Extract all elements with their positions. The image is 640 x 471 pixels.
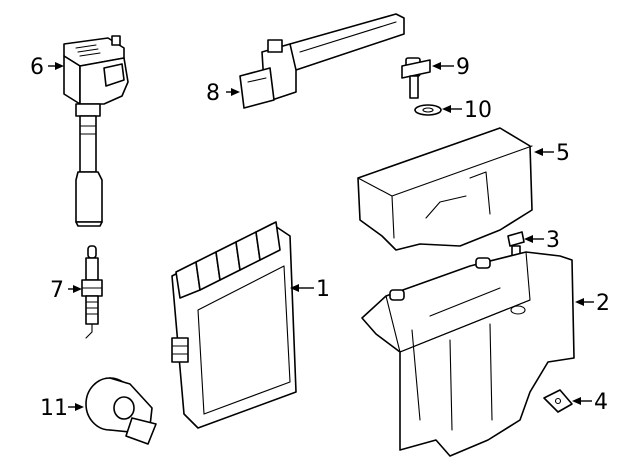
callout-10: 10 — [464, 98, 492, 123]
callout-9: 9 — [456, 55, 470, 80]
ecm-bracket — [361, 251, 575, 457]
camshaft-sensor-rail — [239, 13, 405, 109]
clip — [543, 389, 573, 413]
callout-5: 5 — [556, 141, 570, 166]
ignition-coil — [63, 35, 129, 227]
spark-plug — [81, 245, 103, 339]
callout-labels: 1 2 3 4 5 6 7 8 9 10 11 — [30, 55, 610, 421]
callout-7: 7 — [50, 278, 64, 303]
engine-control-module — [171, 221, 297, 429]
ecm-cover — [357, 127, 533, 251]
knock-sensor — [85, 377, 157, 445]
washer — [414, 104, 442, 116]
callout-4: 4 — [594, 390, 608, 415]
callout-2: 2 — [596, 291, 610, 316]
sensor — [401, 57, 431, 99]
leader-lines — [48, 62, 594, 411]
callout-11: 11 — [40, 396, 68, 421]
callout-6: 6 — [30, 55, 44, 80]
callout-1: 1 — [316, 277, 330, 302]
callout-3: 3 — [546, 228, 560, 253]
callout-8: 8 — [206, 81, 220, 106]
